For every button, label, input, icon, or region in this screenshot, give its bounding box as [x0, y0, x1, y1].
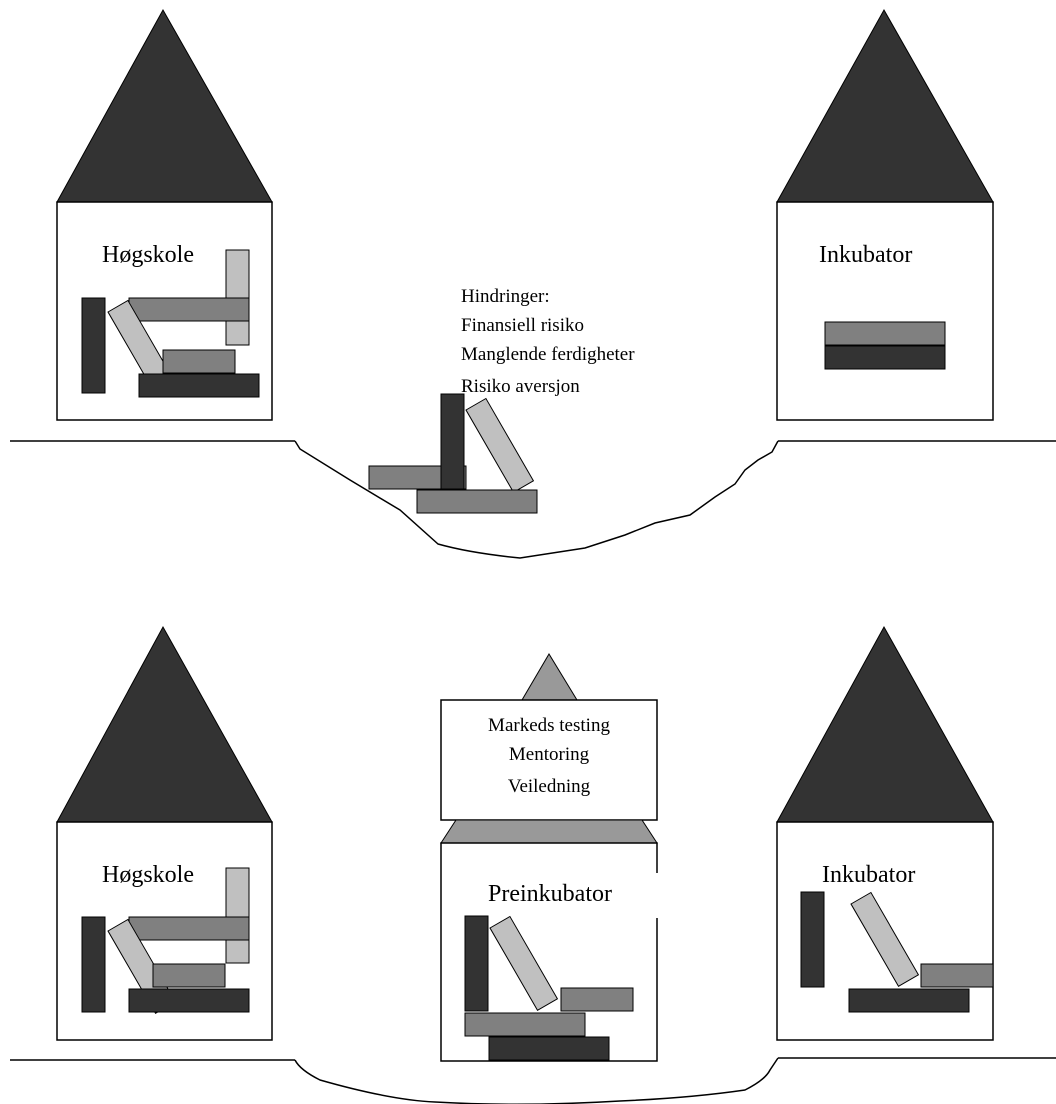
top-left-block — [162, 349, 236, 374]
services-panel — [440, 699, 658, 821]
top-right-building: Inkubator — [776, 8, 994, 421]
obstacle-item: Finansiell risiko — [461, 315, 584, 336]
preincubator-block — [488, 1036, 610, 1061]
bottom-left-block — [81, 916, 106, 1013]
top-left-building-label: Høgskole — [102, 242, 194, 268]
bottom-left-roof — [56, 625, 273, 823]
bottom-right-roof — [776, 625, 994, 823]
center-building-label: Preinkubator — [488, 881, 612, 907]
top-left-block — [138, 373, 260, 398]
obstacles-heading: Hindringer: — [461, 286, 550, 307]
bottom-right-block — [850, 891, 920, 987]
top-gap-curve — [294, 440, 779, 559]
preincubator-lower-roof — [440, 819, 658, 844]
bottom-gap-curve — [294, 1057, 779, 1104]
preincubator-block — [464, 915, 489, 1012]
bottom-right-block — [800, 891, 825, 988]
gap-block — [416, 489, 538, 514]
obstacle-item: Manglende ferdigheter — [461, 344, 635, 365]
bottom-right-block — [848, 988, 970, 1013]
service-item: Veiledning — [508, 776, 591, 797]
gap-block — [440, 393, 465, 490]
obstacles-list: Hindringer: Finansiell risiko Manglende … — [461, 286, 635, 397]
preincubator-building: Markeds testing Mentoring Veiledning Pre… — [440, 653, 660, 1062]
bottom-left-building: Høgskole — [56, 625, 273, 1041]
preincubator-upper-roof — [521, 653, 578, 701]
bottom-left-building-label: Høgskole — [102, 862, 194, 888]
gap-blocks — [368, 393, 538, 514]
bottom-right-building: Inkubator — [776, 625, 994, 1041]
bottom-left-block — [128, 988, 250, 1013]
top-right-wall — [776, 201, 994, 421]
top-left-block — [128, 297, 250, 322]
top-left-block — [81, 297, 106, 394]
bottom-scene: Høgskole Markeds testing Mentoring Veile… — [10, 625, 1056, 1104]
top-right-roof — [776, 8, 994, 203]
bottom-right-building-label: Inkubator — [822, 862, 915, 888]
top-right-block — [824, 321, 946, 346]
obstacle-item: Risiko aversjon — [461, 376, 580, 397]
top-scene: Høgskole Inkubator Hindringer: Finansiel… — [10, 8, 1056, 559]
top-left-building: Høgskole — [56, 8, 273, 421]
bottom-left-block — [128, 916, 250, 941]
bottom-right-block — [920, 963, 994, 988]
bottom-left-block — [152, 963, 226, 988]
bottom-left-block — [225, 867, 250, 964]
gap-block — [465, 397, 535, 493]
preincubator-wall-mask — [652, 873, 660, 918]
top-left-roof — [56, 8, 273, 203]
preincubator-block — [464, 1012, 586, 1037]
service-item: Markeds testing — [488, 715, 610, 736]
preincubator-block — [560, 987, 634, 1012]
top-ground — [10, 440, 1056, 559]
bottom-ground — [10, 1057, 1056, 1104]
top-right-block — [824, 345, 946, 370]
top-right-building-label: Inkubator — [819, 242, 912, 268]
service-item: Mentoring — [509, 744, 590, 765]
preincubator-block — [489, 915, 559, 1011]
